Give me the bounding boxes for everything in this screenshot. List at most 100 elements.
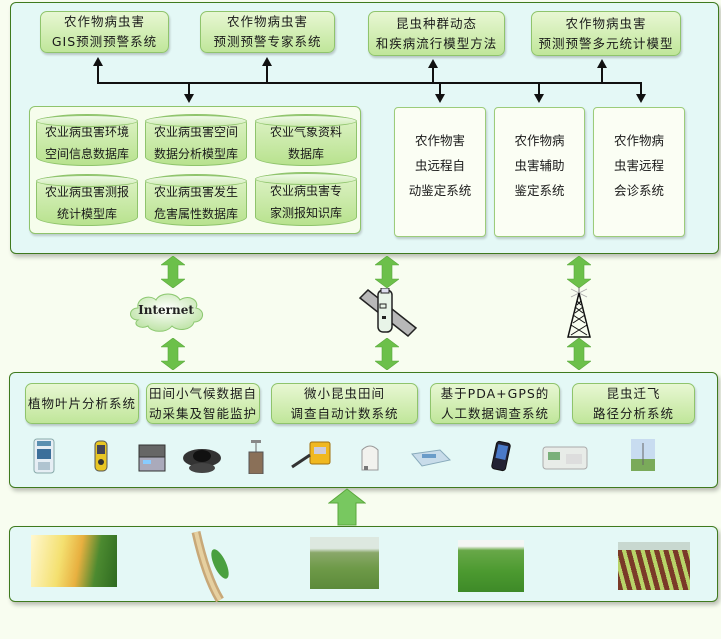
insect-counting-system[interactable]: 微小昆虫田间 调查自动计数系统 <box>271 383 418 424</box>
label: 农作物病虫害 <box>226 14 308 29</box>
label: 农业病虫害专 <box>269 184 342 198</box>
remote-consultation-system[interactable]: 农作物病 虫害远程 会诊系统 <box>593 107 685 237</box>
label: 昆虫种群动态 <box>395 15 477 31</box>
database-env-spatial[interactable]: 农业病虫害环境 空间信息数据库 <box>36 114 138 166</box>
arrow-up-icon <box>428 59 438 68</box>
label: 预测预警专家系统 <box>213 34 322 49</box>
instrument-case-icon <box>138 444 166 472</box>
connector <box>601 64 603 83</box>
pda-gps-survey-system[interactable]: 基于PDA+GPS的 人工数据调查系统 <box>430 383 560 424</box>
label: 田间小气候数据自 <box>148 385 257 401</box>
leaf-analysis-system[interactable]: 植物叶片分析系统 <box>25 383 139 424</box>
label: 植物叶片分析系统 <box>27 395 136 411</box>
label: 农业病虫害环境 <box>44 125 129 139</box>
label: 空间信息数据库 <box>44 147 129 161</box>
label: 家测报知识库 <box>269 206 342 220</box>
label: 数据库 <box>287 147 324 161</box>
arrow-up-icon <box>262 57 272 66</box>
insect-trap-icon <box>248 440 264 474</box>
database-spatial-analysis[interactable]: 农业病虫害空间 数据分析模型库 <box>145 114 247 166</box>
remote-auto-identification-system[interactable]: 农作物害 虫远程自 动鉴定系统 <box>394 107 486 237</box>
camera-dome-icon <box>183 449 221 473</box>
double-arrow-icon <box>375 338 399 370</box>
double-arrow-icon <box>161 338 185 370</box>
database-meteorology[interactable]: 农业气象资料 数据库 <box>255 114 357 166</box>
arrow-up-icon <box>597 59 607 68</box>
label: 基于PDA+GPS的 <box>440 385 550 401</box>
connector <box>432 64 434 83</box>
label: 预测预警多元统计模型 <box>538 35 674 51</box>
connector <box>97 62 99 83</box>
arrow-down-icon <box>184 94 194 103</box>
handheld-meter-icon <box>33 438 55 474</box>
database-forecast-statistics[interactable]: 农业病虫害测报 统计模型库 <box>36 174 138 226</box>
label: 农业病虫害空间 <box>153 125 238 139</box>
label: 和疾病流行模型方法 <box>375 35 498 51</box>
assisted-identification-system[interactable]: 农作物病 虫害辅助 鉴定系统 <box>494 107 585 237</box>
arrow-down-icon <box>636 94 646 103</box>
rice-field-photo <box>458 540 524 592</box>
crop-rows-sky <box>618 542 690 550</box>
arrow-up-icon <box>93 57 103 66</box>
pda-phone-icon <box>491 440 511 472</box>
connector <box>640 82 642 94</box>
migration-radar-icon <box>631 439 655 471</box>
label: 农作物病虫害 <box>63 14 145 29</box>
up-arrow-icon <box>328 488 366 526</box>
leaf-scanner-icon <box>411 449 452 467</box>
double-arrow-icon <box>161 256 185 288</box>
label: 农业病虫害测报 <box>44 185 129 199</box>
label: 虫害远程 <box>613 158 664 173</box>
arrow-down-icon <box>534 94 544 103</box>
label: 农作物害 <box>414 133 465 148</box>
label: 微小昆虫田间 <box>303 385 385 401</box>
label: 数据分析模型库 <box>153 147 238 161</box>
label: 虫远程自 <box>414 158 465 173</box>
field-survey-photo <box>310 537 379 589</box>
corn-vegetables-photo <box>31 535 117 587</box>
connector <box>538 82 540 94</box>
double-arrow-icon <box>567 338 591 370</box>
wheat-insect-photo <box>191 531 229 602</box>
label: 调查自动计数系统 <box>290 405 399 421</box>
label: 路径分析系统 <box>592 405 674 421</box>
weather-logger-icon <box>291 441 331 469</box>
satellite-icon <box>358 288 418 338</box>
gps-unit-icon <box>94 440 108 472</box>
label: 动采集及智能监护 <box>148 405 257 421</box>
label: 危害属性数据库 <box>153 207 238 221</box>
internet-channel: Internet <box>126 290 206 334</box>
label: 农作物病 <box>613 133 664 148</box>
connector <box>266 62 268 83</box>
double-arrow-icon <box>375 256 399 288</box>
label: 农作物病 <box>514 133 565 148</box>
label: 虫害辅助 <box>514 158 565 173</box>
label: 动鉴定系统 <box>408 183 472 198</box>
label: 人工数据调查系统 <box>440 405 549 421</box>
database-expert-knowledge[interactable]: 农业病虫害专 家测报知识库 <box>255 172 357 226</box>
label: 农业病虫害发生 <box>153 185 238 199</box>
microclimate-monitoring-system[interactable]: 田间小气候数据自 动采集及智能监护 <box>146 383 260 424</box>
migration-path-system[interactable]: 昆虫迁飞 路径分析系统 <box>572 383 695 424</box>
gis-warning-system[interactable]: 农作物病虫害 GIS预测预警系统 <box>40 11 169 53</box>
internet-label: Internet <box>138 303 194 317</box>
multivariate-statistic-model[interactable]: 农作物病虫害 预测预警多元统计模型 <box>531 11 681 56</box>
database-damage-attributes[interactable]: 农业病虫害发生 危害属性数据库 <box>145 174 247 226</box>
label: GIS预测预警系统 <box>51 34 158 49</box>
label: 昆虫迁飞 <box>606 385 661 401</box>
label: 会诊系统 <box>613 183 664 198</box>
label: 统计模型库 <box>56 207 117 221</box>
label: 农业气象资料 <box>269 125 342 139</box>
label: 鉴定系统 <box>514 183 565 198</box>
connector <box>188 82 190 94</box>
connector-bus <box>97 82 641 84</box>
label: 农作物病虫害 <box>565 15 647 31</box>
population-dynamics-model[interactable]: 昆虫种群动态 和疾病流行模型方法 <box>368 11 505 56</box>
crop-rows-photo <box>618 542 690 590</box>
expert-warning-system[interactable]: 农作物病虫害 预测预警专家系统 <box>200 11 335 53</box>
double-arrow-icon <box>567 256 591 288</box>
insect-counter-icon <box>361 445 379 471</box>
radio-tower-icon <box>567 287 591 338</box>
connector <box>439 82 441 94</box>
arrow-down-icon <box>435 94 445 103</box>
